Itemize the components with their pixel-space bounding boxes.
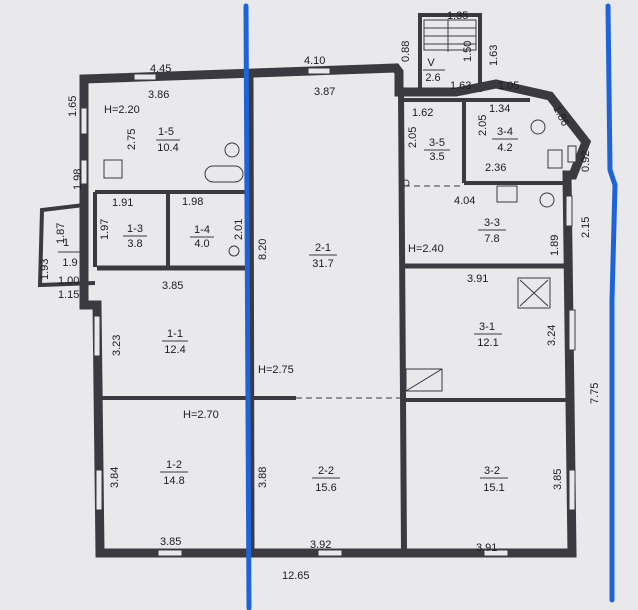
room-v-id: V [427,57,435,69]
room-1-4-id: 1-4 [194,224,210,236]
blue-markup-lines [243,3,618,610]
dim-label: 3.92 [310,539,331,551]
dim-label: 1.50 [462,41,474,62]
dim-label: 0.92 [580,151,592,172]
dim-label: 3.91 [476,542,497,554]
dim-label: 2.01 [233,219,245,240]
dim-label: 0.88 [400,41,412,62]
dim-label: 1.87 [55,223,67,244]
dim-label: 8.20 [257,239,269,260]
dim-label: 1.89 [549,235,561,256]
room-1-area: 1.9 [62,257,77,269]
dim-label: 3.85 [160,536,181,548]
room-3-5-id: 3-5 [429,137,445,149]
dim-label: 4.10 [304,55,325,67]
dim-label: 3.85 [552,469,564,490]
room-1-5-area: 10.4 [157,142,178,154]
room-1-1-area: 12.4 [164,344,185,356]
room-1-id: 1 [63,237,69,249]
room-1-3-id: 1-3 [127,223,143,235]
dim-label: 1.98 [72,169,84,190]
dim-label: 1.34 [489,103,510,115]
room-1-2-area: 14.8 [163,475,184,487]
dim-label: 2.05 [407,127,419,148]
inner-walls [93,13,572,553]
room-3-4-id: 3-4 [497,126,513,138]
dim-label: 7.75 [589,383,601,404]
room-3-1-area: 12.1 [477,337,498,349]
fixtures [103,119,563,392]
dim-label: 3.23 [111,335,123,356]
dim-label: 1.05 [498,80,519,92]
dim-label: 2.36 [485,162,506,174]
stairs-porch [423,19,477,52]
room-3-4-area: 4.2 [497,142,512,154]
dim-label: 1.97 [99,219,111,240]
dim-label: 1.15 [58,289,79,301]
room-2-2-id: 2-2 [318,465,334,477]
room-1-1-id: 1-1 [167,328,183,340]
room-1-3-area: 3.8 [127,238,142,250]
dim-label: 1.65 [67,96,79,117]
windows [80,67,577,557]
dim-label: 1.98 [182,196,203,208]
dim-label: 2.75 [126,129,138,150]
dim-label: 1.91 [112,197,133,209]
dim-label: 2.05 [477,115,489,136]
dimension-labels: 4.45 3.86 4.10 3.87 1.35 0.88 1.50 1.63 … [39,10,601,582]
room-3-3-area: 7.8 [484,233,499,245]
dim-label: 4.45 [150,63,171,75]
dim-label: 4.04 [454,195,475,207]
dim-label: 1.00 [58,275,79,287]
room-1-2-id: 1-2 [166,459,182,471]
height-label-4: H=2.40 [408,243,444,255]
dim-label: 1.93 [39,259,51,280]
room-v-area: 2.6 [425,72,440,84]
dim-label: 1.35 [447,10,468,22]
height-label-2: H=2.75 [258,364,294,376]
dim-label: 3.88 [257,467,269,488]
dim-label: 2.15 [580,217,592,238]
height-label-3: H=2.70 [183,409,219,421]
height-label-1: H=2.20 [104,104,140,116]
dim-label: 3.86 [148,89,169,101]
room-3-1-id: 3-1 [479,321,495,333]
room-3-2-id: 3-2 [484,465,500,477]
room-3-2-area: 15.1 [483,482,504,494]
dim-label: 12.65 [282,570,310,582]
room-1-4-area: 4.0 [194,238,209,250]
ceiling-heights: H=2.20 H=2.75 H=2.70 H=2.40 [104,104,444,421]
room-1-5-id: 1-5 [158,126,174,138]
dim-label: 3.85 [162,280,183,292]
room-labels: 1-5 10.4 1-3 3.8 1-4 4.0 1 1.9 1-1 12.4 … [58,57,518,494]
dim-label: 3.87 [314,86,335,98]
dim-label: 3.24 [546,325,558,346]
room-2-1-area: 31.7 [312,258,333,270]
room-3-3-id: 3-3 [484,217,500,229]
room-3-5-area: 3.5 [429,151,444,163]
dim-label: 1.63 [450,80,471,92]
room-2-1-id: 2-1 [315,242,331,254]
room-2-2-area: 15.6 [315,482,336,494]
dim-label: 3.91 [467,273,488,285]
dim-label: 1.62 [412,107,433,119]
outer-walls [37,63,592,558]
dim-label: 3.84 [109,467,121,488]
dim-label: 1.63 [488,45,500,66]
